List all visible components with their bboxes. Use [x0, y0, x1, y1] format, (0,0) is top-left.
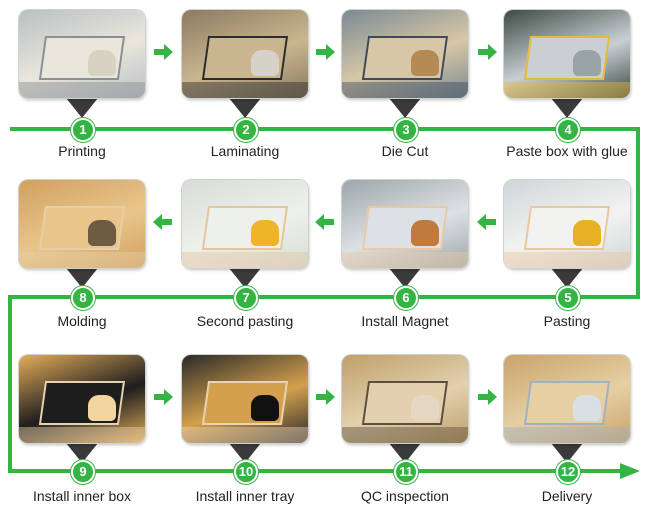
step-arrow-2-3 [477, 214, 496, 230]
step-photo-2 [182, 10, 308, 98]
step-pointer-10 [229, 443, 261, 463]
step-photo-1 [19, 10, 145, 98]
step-pointer-12 [551, 443, 583, 463]
step-label: QC inspection [361, 488, 449, 504]
step-photo-11 [342, 355, 468, 443]
step-number-badge: 4 [556, 118, 580, 142]
step-label: Second pasting [196, 313, 294, 329]
step-number-badge: 6 [394, 286, 418, 310]
step-photo-9 [19, 355, 145, 443]
step-number-badge: 5 [556, 286, 580, 310]
step-number-badge: 7 [234, 286, 258, 310]
step-pointer-1 [66, 98, 98, 118]
step-pointer-11 [389, 443, 421, 463]
step-label: Install inner tray [195, 488, 295, 504]
step-arrow-1-1 [154, 44, 173, 60]
step-label: Install inner box [32, 488, 132, 504]
step-arrow-3-1 [154, 389, 173, 405]
step-number-badge: 10 [234, 460, 258, 484]
flow-line [8, 127, 640, 473]
step-photo-6 [342, 180, 468, 268]
step-label: Delivery [541, 488, 593, 504]
step-photo-4 [504, 10, 630, 98]
step-pointer-7 [229, 268, 261, 288]
step-pointer-8 [66, 268, 98, 288]
step-arrow-1-3 [478, 44, 497, 60]
step-label: Die Cut [381, 143, 429, 159]
step-number-badge: 9 [71, 460, 95, 484]
step-arrow-2-1 [153, 214, 172, 230]
step-pointer-3 [389, 98, 421, 118]
step-pointer-2 [229, 98, 261, 118]
step-pointer-5 [551, 268, 583, 288]
step-arrow-1-2 [316, 44, 335, 60]
step-number-badge: 11 [394, 460, 418, 484]
step-photo-12 [504, 355, 630, 443]
step-number-badge: 8 [71, 286, 95, 310]
step-photo-7 [182, 180, 308, 268]
step-arrow-2-2 [315, 214, 334, 230]
step-label: Laminating [210, 143, 280, 159]
step-photo-3 [342, 10, 468, 98]
step-label: Printing [58, 143, 106, 159]
step-label: Molding [57, 313, 107, 329]
step-number-badge: 12 [556, 460, 580, 484]
step-photo-10 [182, 355, 308, 443]
step-label: Paste box with glue [506, 143, 628, 159]
step-pointer-6 [389, 268, 421, 288]
step-arrow-3-2 [316, 389, 335, 405]
step-pointer-4 [551, 98, 583, 118]
step-number-badge: 1 [71, 118, 95, 142]
step-pointer-9 [66, 443, 98, 463]
step-label: Pasting [543, 313, 591, 329]
flow-end-arrow [620, 463, 640, 479]
step-photo-5 [504, 180, 630, 268]
step-number-badge: 3 [394, 118, 418, 142]
step-label: Install Magnet [361, 313, 449, 329]
step-number-badge: 2 [234, 118, 258, 142]
step-photo-8 [19, 180, 145, 268]
step-arrow-3-3 [478, 389, 497, 405]
